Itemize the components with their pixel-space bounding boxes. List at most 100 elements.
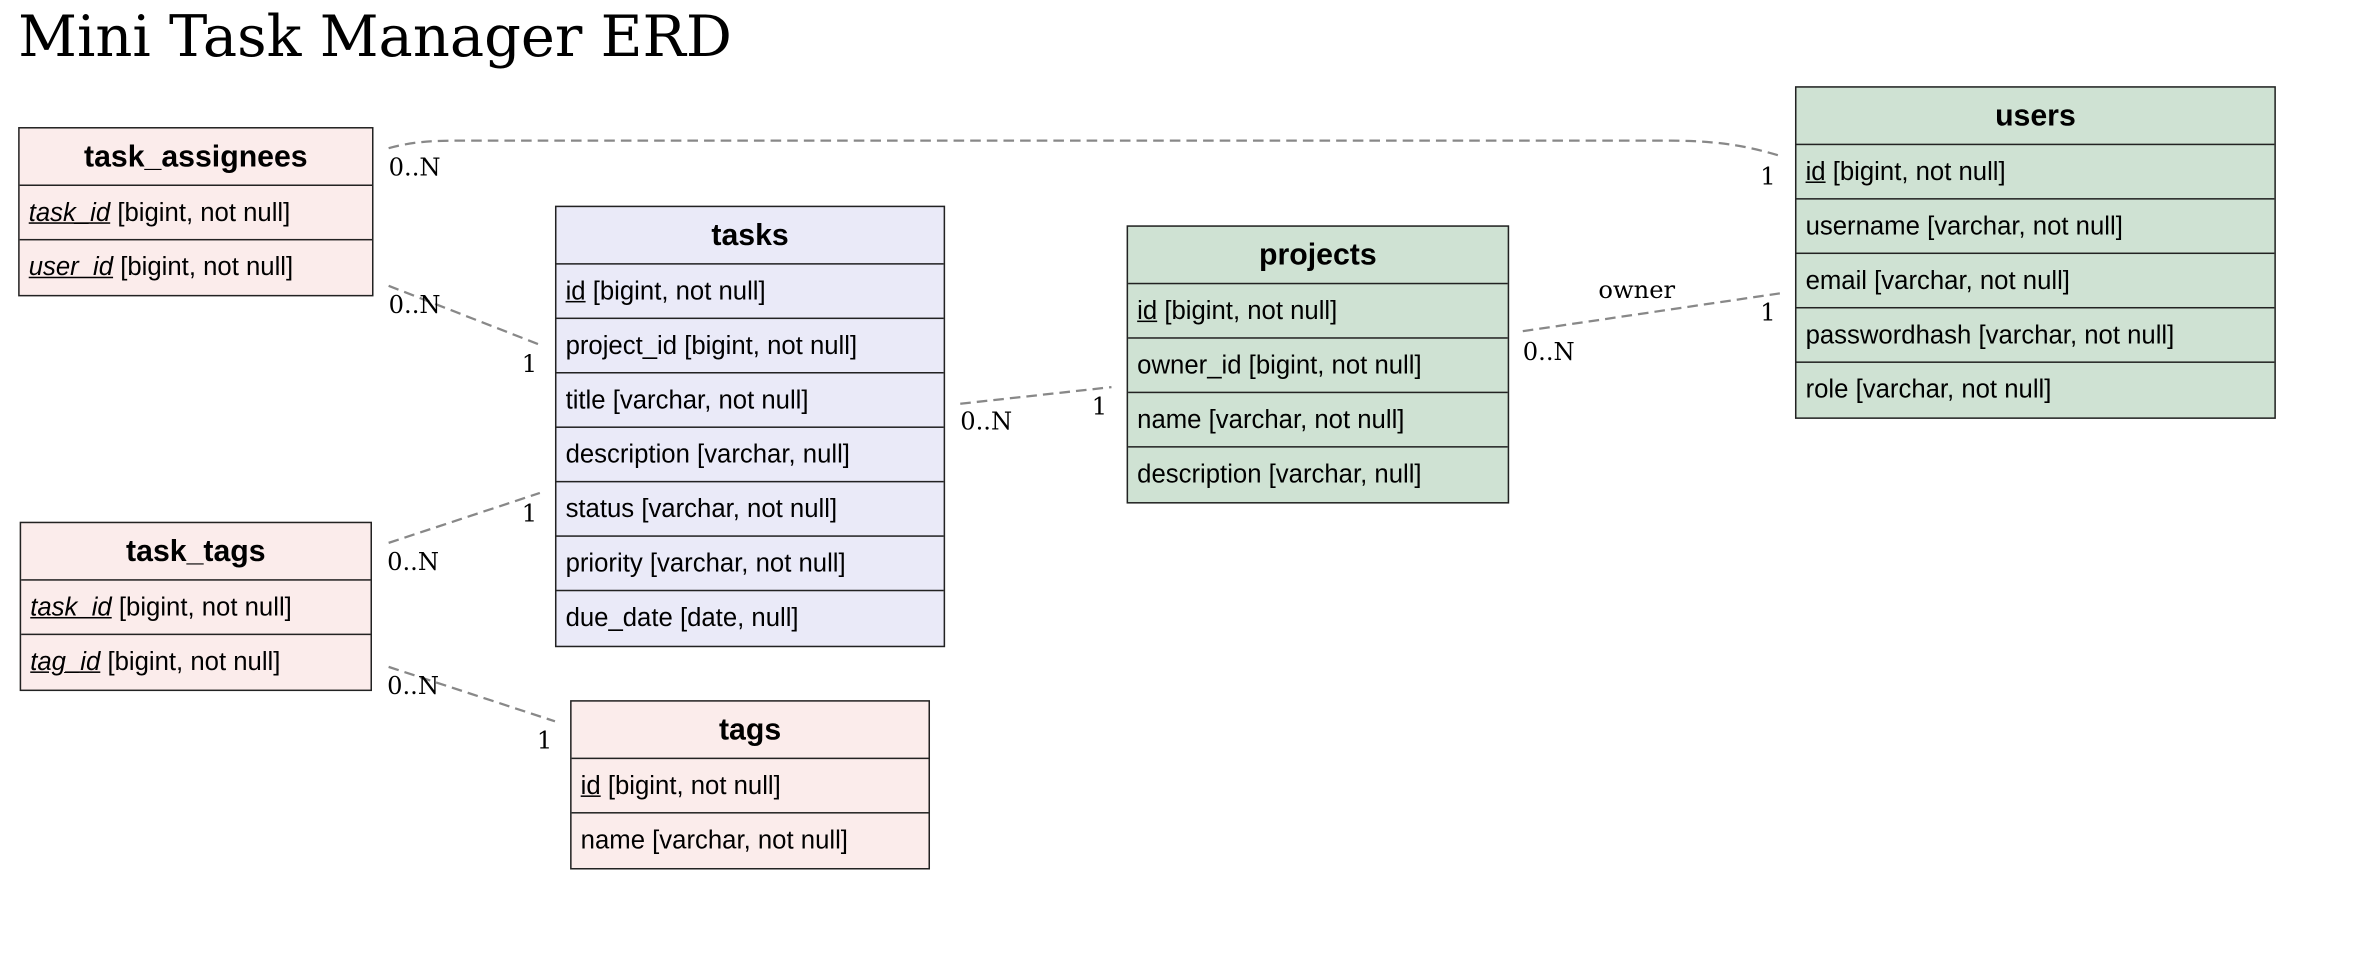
entity-header: tags: [571, 702, 929, 760]
field-row: role [varchar, not null]: [1796, 363, 2274, 417]
card-assignees-tasks-from: 0..N: [389, 291, 441, 319]
field-name: id: [580, 771, 601, 800]
field-name: username: [1805, 211, 1920, 241]
field-row: description [varchar, null]: [1128, 448, 1508, 502]
card-assignees-users-from: 0..N: [389, 153, 441, 181]
field-name: status: [565, 494, 635, 524]
entity-header: users: [1796, 88, 2275, 146]
link-assignees-tasks: [388, 284, 541, 346]
field-name: tag_id: [30, 647, 101, 676]
field-name: title: [565, 385, 606, 415]
entity-header: tasks: [556, 207, 944, 265]
field-name: name: [1137, 405, 1202, 435]
card-tasks-projects-to: 1: [1092, 392, 1107, 420]
card-tasktags-tags-to: 1: [537, 727, 552, 755]
entity-users[interactable]: users id [bigint, not null] username [va…: [1794, 86, 2276, 419]
field-row: owner_id [bigint, not null]: [1128, 339, 1508, 394]
card-assignees-tasks-to: 1: [522, 350, 537, 378]
field-type: [varchar, not null]: [649, 548, 846, 578]
field-name: name: [580, 825, 646, 855]
field-name: id: [1805, 157, 1826, 187]
field-row: due_date [date, null]: [556, 591, 943, 645]
field-name: description: [565, 440, 690, 469]
link-assignees-users: [388, 139, 1781, 157]
field-type: [varchar, not null]: [1855, 375, 2052, 404]
field-name: due_date: [565, 603, 673, 633]
field-row: username [varchar, not null]: [1796, 200, 2275, 255]
field-type: [varchar, not null]: [612, 385, 809, 415]
field-type: [varchar, null]: [1268, 459, 1422, 489]
field-row: status [varchar, not null]: [556, 482, 944, 537]
card-tasktags-tasks-to: 1: [522, 500, 537, 528]
entity-projects[interactable]: projects id [bigint, not null] owner_id …: [1126, 225, 1510, 504]
field-name: description: [1137, 459, 1262, 489]
field-row: id [bigint, not null]: [1796, 145, 2275, 200]
relationship-label-owner: owner: [1598, 276, 1675, 304]
entity-tasks[interactable]: tasks id [bigint, not null] project_id […: [554, 205, 946, 648]
field-type: [bigint, not null]: [117, 198, 291, 227]
diagram-title: Mini Task Manager ERD: [18, 3, 732, 70]
field-name: priority: [565, 548, 643, 578]
field-type: [varchar, not null]: [1978, 320, 2175, 350]
link-projects-users: [1522, 292, 1781, 333]
field-type: [varchar, not null]: [641, 494, 838, 524]
card-assignees-users-to: 1: [1760, 162, 1775, 190]
field-row: passwordhash [varchar, not null]: [1796, 308, 2275, 363]
field-type: [bigint, not null]: [684, 331, 858, 360]
field-row: task_id [bigint, not null]: [19, 186, 373, 241]
field-type: [varchar, not null]: [1208, 405, 1405, 435]
entity-header: task_assignees: [19, 129, 373, 187]
entity-header: task_tags: [21, 523, 371, 581]
field-row: task_id [bigint, not null]: [21, 581, 371, 636]
card-tasktags-tags-from: 0..N: [387, 672, 439, 700]
field-name: project_id: [565, 331, 678, 360]
link-tasktags-tasks: [388, 491, 541, 544]
field-type: [bigint, not null]: [607, 771, 781, 800]
card-projects-users-to: 1: [1760, 299, 1775, 327]
field-name: id: [565, 276, 586, 306]
field-type: [bigint, not null]: [1248, 350, 1422, 380]
field-name: id: [1137, 296, 1158, 326]
field-row: description [varchar, null]: [556, 428, 944, 483]
field-type: [date, null]: [679, 603, 799, 633]
field-row: title [varchar, not null]: [556, 374, 944, 428]
field-row: tag_id [bigint, not null]: [21, 635, 370, 689]
field-row: email [varchar, not null]: [1796, 254, 2275, 309]
field-type: [varchar, not null]: [652, 825, 848, 855]
field-type: [bigint, not null]: [1164, 296, 1338, 326]
card-tasktags-tasks-from: 0..N: [387, 548, 439, 576]
field-name: role: [1805, 375, 1849, 404]
link-tasks-projects: [960, 385, 1112, 405]
field-type: [varchar, not null]: [1927, 211, 2123, 241]
field-name: task_id: [30, 592, 112, 622]
field-name: passwordhash: [1805, 320, 1972, 350]
field-row: project_id [bigint, not null]: [556, 319, 944, 374]
field-row: name [varchar, not null]: [572, 814, 929, 868]
entity-header: projects: [1128, 227, 1508, 285]
field-type: [bigint, not null]: [1832, 157, 2006, 187]
field-type: [varchar, not null]: [1874, 266, 2070, 295]
card-tasks-projects-from: 0..N: [960, 407, 1012, 435]
card-projects-users-from: 0..N: [1523, 338, 1575, 366]
field-name: email: [1805, 266, 1867, 295]
field-row: id [bigint, not null]: [1128, 284, 1508, 339]
field-type: [bigint, not null]: [120, 252, 294, 282]
field-type: [varchar, null]: [697, 440, 850, 469]
field-row: id [bigint, not null]: [556, 265, 944, 320]
entity-tags[interactable]: tags id [bigint, not null] name [varchar…: [570, 700, 931, 870]
entity-task-tags[interactable]: task_tags task_id [bigint, not null] tag…: [19, 521, 373, 692]
link-tasktags-tags: [388, 665, 556, 723]
field-name: owner_id: [1137, 350, 1242, 380]
field-name: task_id: [28, 198, 111, 227]
field-type: [bigint, not null]: [118, 592, 292, 622]
field-row: id [bigint, not null]: [571, 759, 929, 814]
entity-task-assignees[interactable]: task_assignees task_id [bigint, not null…: [18, 127, 374, 297]
field-type: [bigint, not null]: [107, 647, 281, 676]
field-name: user_id: [28, 252, 114, 282]
field-row: user_id [bigint, not null]: [20, 240, 372, 294]
field-type: [bigint, not null]: [592, 276, 766, 306]
field-row: name [varchar, not null]: [1128, 393, 1508, 448]
field-row: priority [varchar, not null]: [556, 537, 944, 592]
